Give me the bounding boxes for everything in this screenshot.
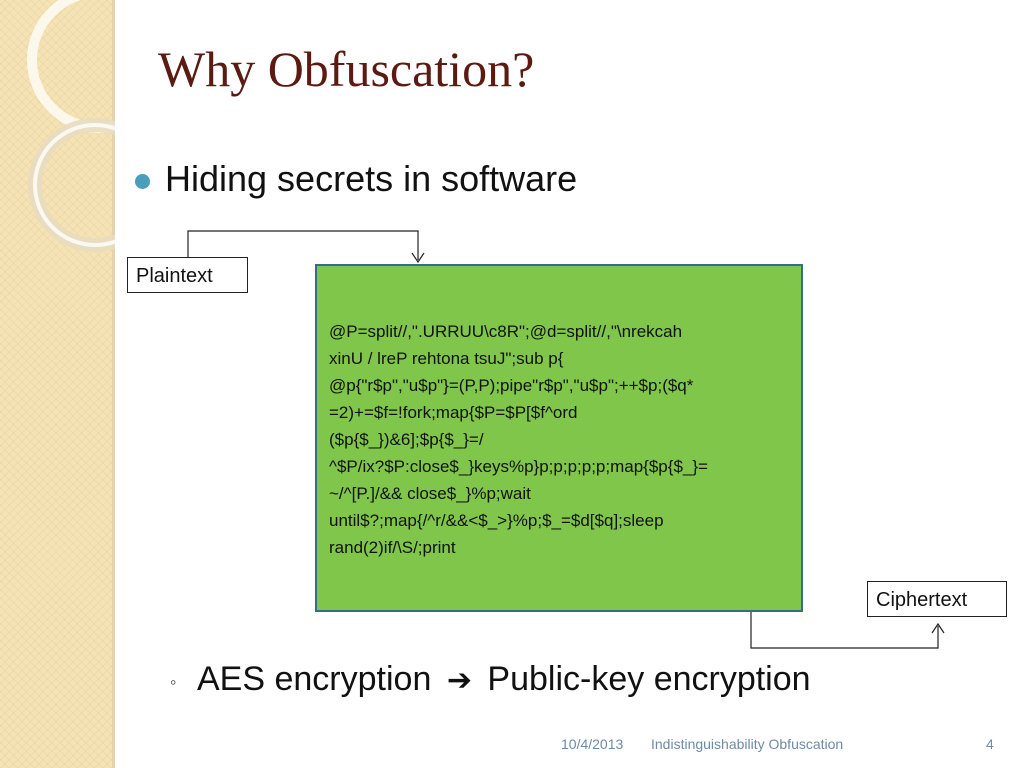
slide-title: Why Obfuscation?	[158, 41, 535, 97]
code-line: =2)+=$f=!fork;map{$P=$P[$f^ord	[329, 403, 578, 422]
sidebar-edge	[112, 0, 115, 768]
footer-page-number: 4	[986, 736, 994, 752]
plaintext-box: Plaintext	[127, 257, 248, 293]
code-line: ($p{$_})&6];$p{$_}=/	[329, 430, 484, 449]
sub-bullet-marker-icon: ◦	[170, 672, 177, 692]
decorative-rings	[27, 0, 115, 252]
code-line: rand(2)if/\S/;print	[329, 538, 456, 557]
code-line: xinU / lreP rehtona tsuJ";sub p{	[329, 349, 564, 368]
obfuscated-code-box: @P=split//,".URRUU\c8R";@d=split//,"\nre…	[315, 264, 803, 612]
ciphertext-box: Ciphertext	[867, 581, 1007, 617]
code-line: @p{"r$p","u$p"}=(P,P);pipe"r$p","u$p";++…	[329, 376, 694, 395]
code-line: ^$P/ix?$P:close$_}keys%p}p;p;p;p;p;map{$…	[329, 457, 708, 476]
bullet-dot-icon	[135, 174, 150, 189]
code-line: ~/^[P.]/&& close$_}%p;wait	[329, 484, 531, 503]
footer-title: Indistinguishability Obfuscation	[651, 736, 844, 752]
sub-bullet-right: Public-key encryption	[487, 660, 811, 698]
sub-bullet-text: AES encryption ➔ Public-key encryption	[197, 660, 811, 699]
code-line: until$?;map{/^r/&&<$_>}%p;$_=$d[$q];slee…	[329, 511, 664, 530]
footer-date: 10/4/2013	[561, 736, 624, 752]
code-line: @P=split//,".URRUU\c8R";@d=split//,"\nre…	[329, 322, 683, 341]
right-arrow-icon: ➔	[446, 664, 472, 697]
sub-bullet-left: AES encryption	[197, 660, 432, 698]
bullet-text: Hiding secrets in software	[165, 158, 578, 199]
